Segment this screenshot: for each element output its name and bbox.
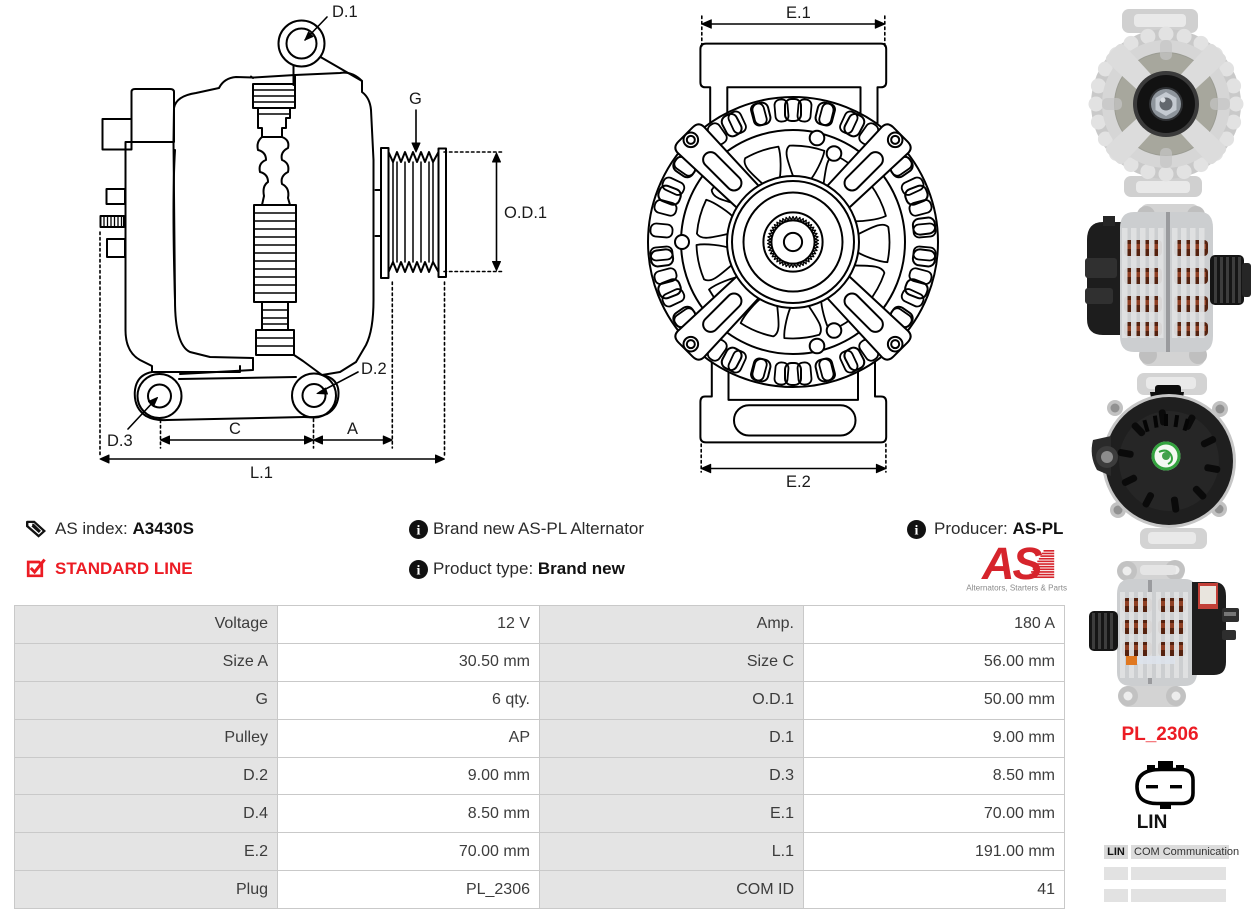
svg-text:Alternators, Starters & Parts: Alternators, Starters & Parts (966, 584, 1067, 593)
svg-text:E.2: E.2 (786, 473, 811, 491)
svg-text:i: i (417, 524, 421, 539)
svg-text:E.1: E.1 (786, 4, 811, 22)
svg-text:AS: AS (981, 542, 1042, 589)
svg-text:A: A (347, 420, 358, 438)
svg-text:C: C (229, 420, 241, 438)
svg-text:G: G (409, 90, 422, 108)
svg-text:i: i (915, 524, 919, 539)
svg-text:D.1: D.1 (332, 3, 358, 21)
svg-text:D.3: D.3 (107, 432, 133, 450)
svg-text:L.1: L.1 (250, 464, 273, 482)
svg-text:O.D.1: O.D.1 (504, 204, 547, 222)
svg-text:D.2: D.2 (361, 360, 387, 378)
svg-text:i: i (417, 564, 421, 579)
